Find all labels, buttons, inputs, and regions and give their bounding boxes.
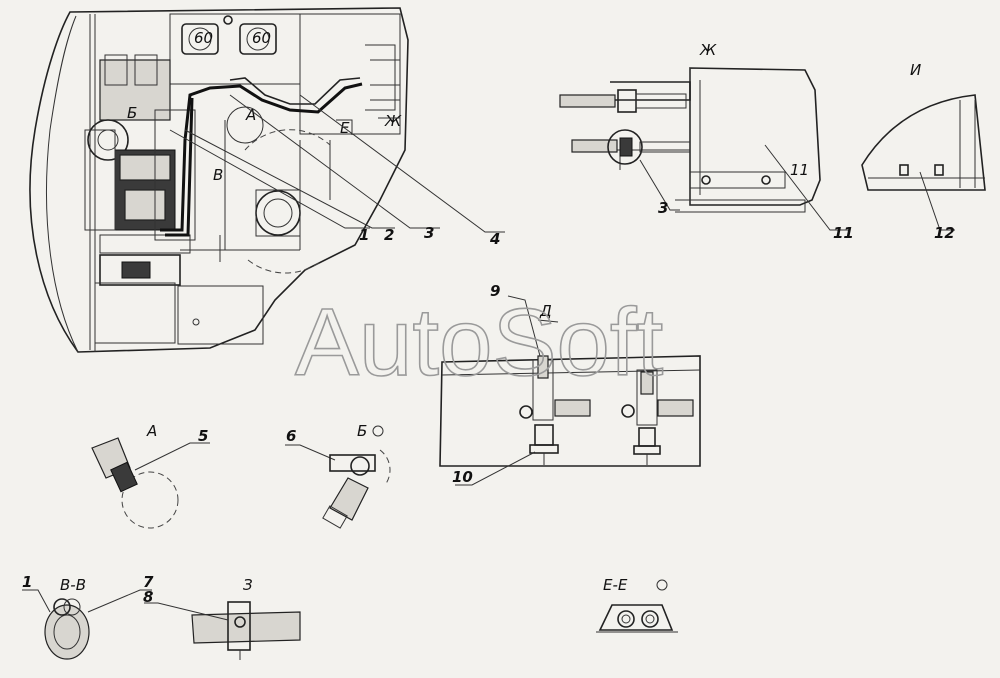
gauge-right-label: 60 [252, 29, 271, 47]
main-assembly-view: 60 60 [29, 7, 505, 353]
callout-1-vv: 1 [22, 573, 32, 591]
view-d: Д 9 10 [439, 282, 701, 486]
callout-2: 2 [384, 226, 394, 244]
callout-6: 6 [286, 427, 296, 445]
view-a: А 5 [91, 422, 210, 529]
view-zh-mark-11: 11 [790, 161, 809, 179]
callout-9: 9 [490, 282, 500, 300]
callout-11: 11 [833, 224, 854, 242]
gauge-right: 60 [239, 23, 277, 55]
view-i-title: И [910, 61, 921, 79]
view-d-title: Д [539, 302, 552, 320]
gauge-left: 60 [181, 23, 219, 55]
view-zh-title: Ж [699, 41, 717, 59]
view-v-v: В-В 1 7 [22, 573, 154, 660]
callout-7: 7 [143, 573, 154, 591]
view-i: И 12 [861, 61, 986, 242]
callout-10: 10 [452, 468, 473, 486]
view-z-title: З [243, 576, 253, 594]
gauge-left-label: 60 [194, 29, 213, 47]
view-e-e: Е-Е [596, 576, 678, 633]
main-mark-v: В [213, 166, 223, 184]
view-ee-title: Е-Е [603, 576, 628, 594]
callout-1: 1 [359, 226, 369, 244]
callout-3-zh: 3 [658, 199, 668, 217]
view-zh: Ж 11 11 3 [559, 41, 854, 242]
view-z: З 8 [143, 576, 301, 660]
view-a-title: А [146, 422, 157, 440]
callout-3: 3 [424, 224, 434, 242]
main-mark-b: Б [127, 104, 137, 122]
main-mark-zh: Ж [384, 112, 402, 130]
view-vv-title: В-В [60, 576, 86, 594]
view-b: Б 6 [285, 422, 391, 529]
main-mark-a: А [245, 106, 256, 124]
callout-12: 12 [934, 224, 955, 242]
watermark-text: AutoSoft [295, 289, 663, 396]
callout-4: 4 [489, 230, 500, 248]
callout-8: 8 [143, 588, 153, 606]
callout-5: 5 [198, 427, 208, 445]
view-b-title: Б [357, 422, 367, 440]
